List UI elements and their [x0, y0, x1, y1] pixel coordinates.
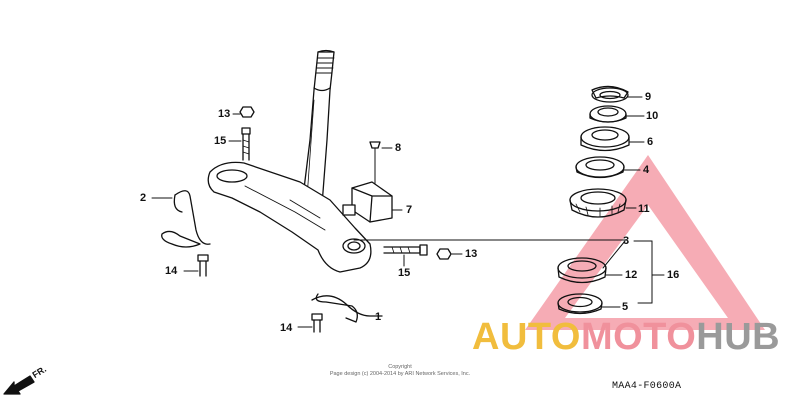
screw-14-bottom: [297, 313, 323, 333]
callout-9: 9: [645, 91, 652, 103]
adjusting-nut-6: [580, 126, 645, 152]
callout-4: 4: [643, 164, 650, 176]
clip-1: [311, 293, 383, 323]
callout-14-left: 14: [165, 265, 178, 277]
bearing-11: [569, 188, 637, 218]
copyright-notice: Copyright Page design (c) 2004-2014 by A…: [300, 364, 500, 378]
watermark-part-1: AUTO: [472, 316, 581, 358]
callout-2: 2: [140, 192, 147, 204]
callout-15-upper: 15: [214, 135, 227, 147]
nut-13-upper: [239, 106, 255, 118]
callout-13-lower: 13: [465, 248, 478, 260]
watermark-part-2: MOTO: [580, 316, 697, 358]
callout-8: 8: [395, 142, 402, 154]
locknut-10: [589, 105, 645, 123]
dust-seal-5: [557, 293, 621, 315]
screw-14-left: [183, 254, 209, 277]
bolt-15-upper: [241, 127, 251, 161]
lock-washer-9: [591, 85, 643, 103]
dust-seal-4: [575, 156, 641, 179]
nut-13-lower: [436, 248, 463, 260]
callout-1: 1: [375, 311, 382, 323]
watermark-part-3: HUB: [696, 316, 781, 358]
callout-7: 7: [406, 204, 413, 216]
callout-12: 12: [625, 269, 638, 281]
callout-3: 3: [623, 235, 630, 247]
callout-5: 5: [622, 301, 629, 313]
callout-13-upper: 13: [218, 108, 231, 120]
callout-6: 6: [647, 136, 654, 148]
callout-15-lower: 15: [398, 267, 411, 279]
watermark-triangle: [525, 155, 765, 330]
bracket-3: [602, 240, 665, 304]
callout-10: 10: [646, 110, 659, 122]
callout-11: 11: [638, 203, 650, 215]
steering-stem: [301, 49, 335, 206]
front-direction-arrow: [3, 375, 35, 395]
screw-8: [369, 141, 393, 186]
watermark-text: AUTOMOTOHUB: [472, 316, 780, 359]
callout-16: 16: [667, 269, 680, 281]
bottom-bridge: [207, 161, 372, 273]
bolt-15-lower: [383, 244, 428, 267]
clip-2: [151, 190, 211, 248]
callout-14-bottom: 14: [280, 322, 293, 334]
bearing-race-12: [557, 257, 607, 284]
copyright-line-2: Page design (c) 2004-2014 by ARI Network…: [329, 371, 471, 377]
connector-7: [342, 181, 403, 223]
diagram-code: MAA4-F0600A: [612, 381, 682, 392]
copyright-line-1: Copyright: [388, 364, 412, 370]
